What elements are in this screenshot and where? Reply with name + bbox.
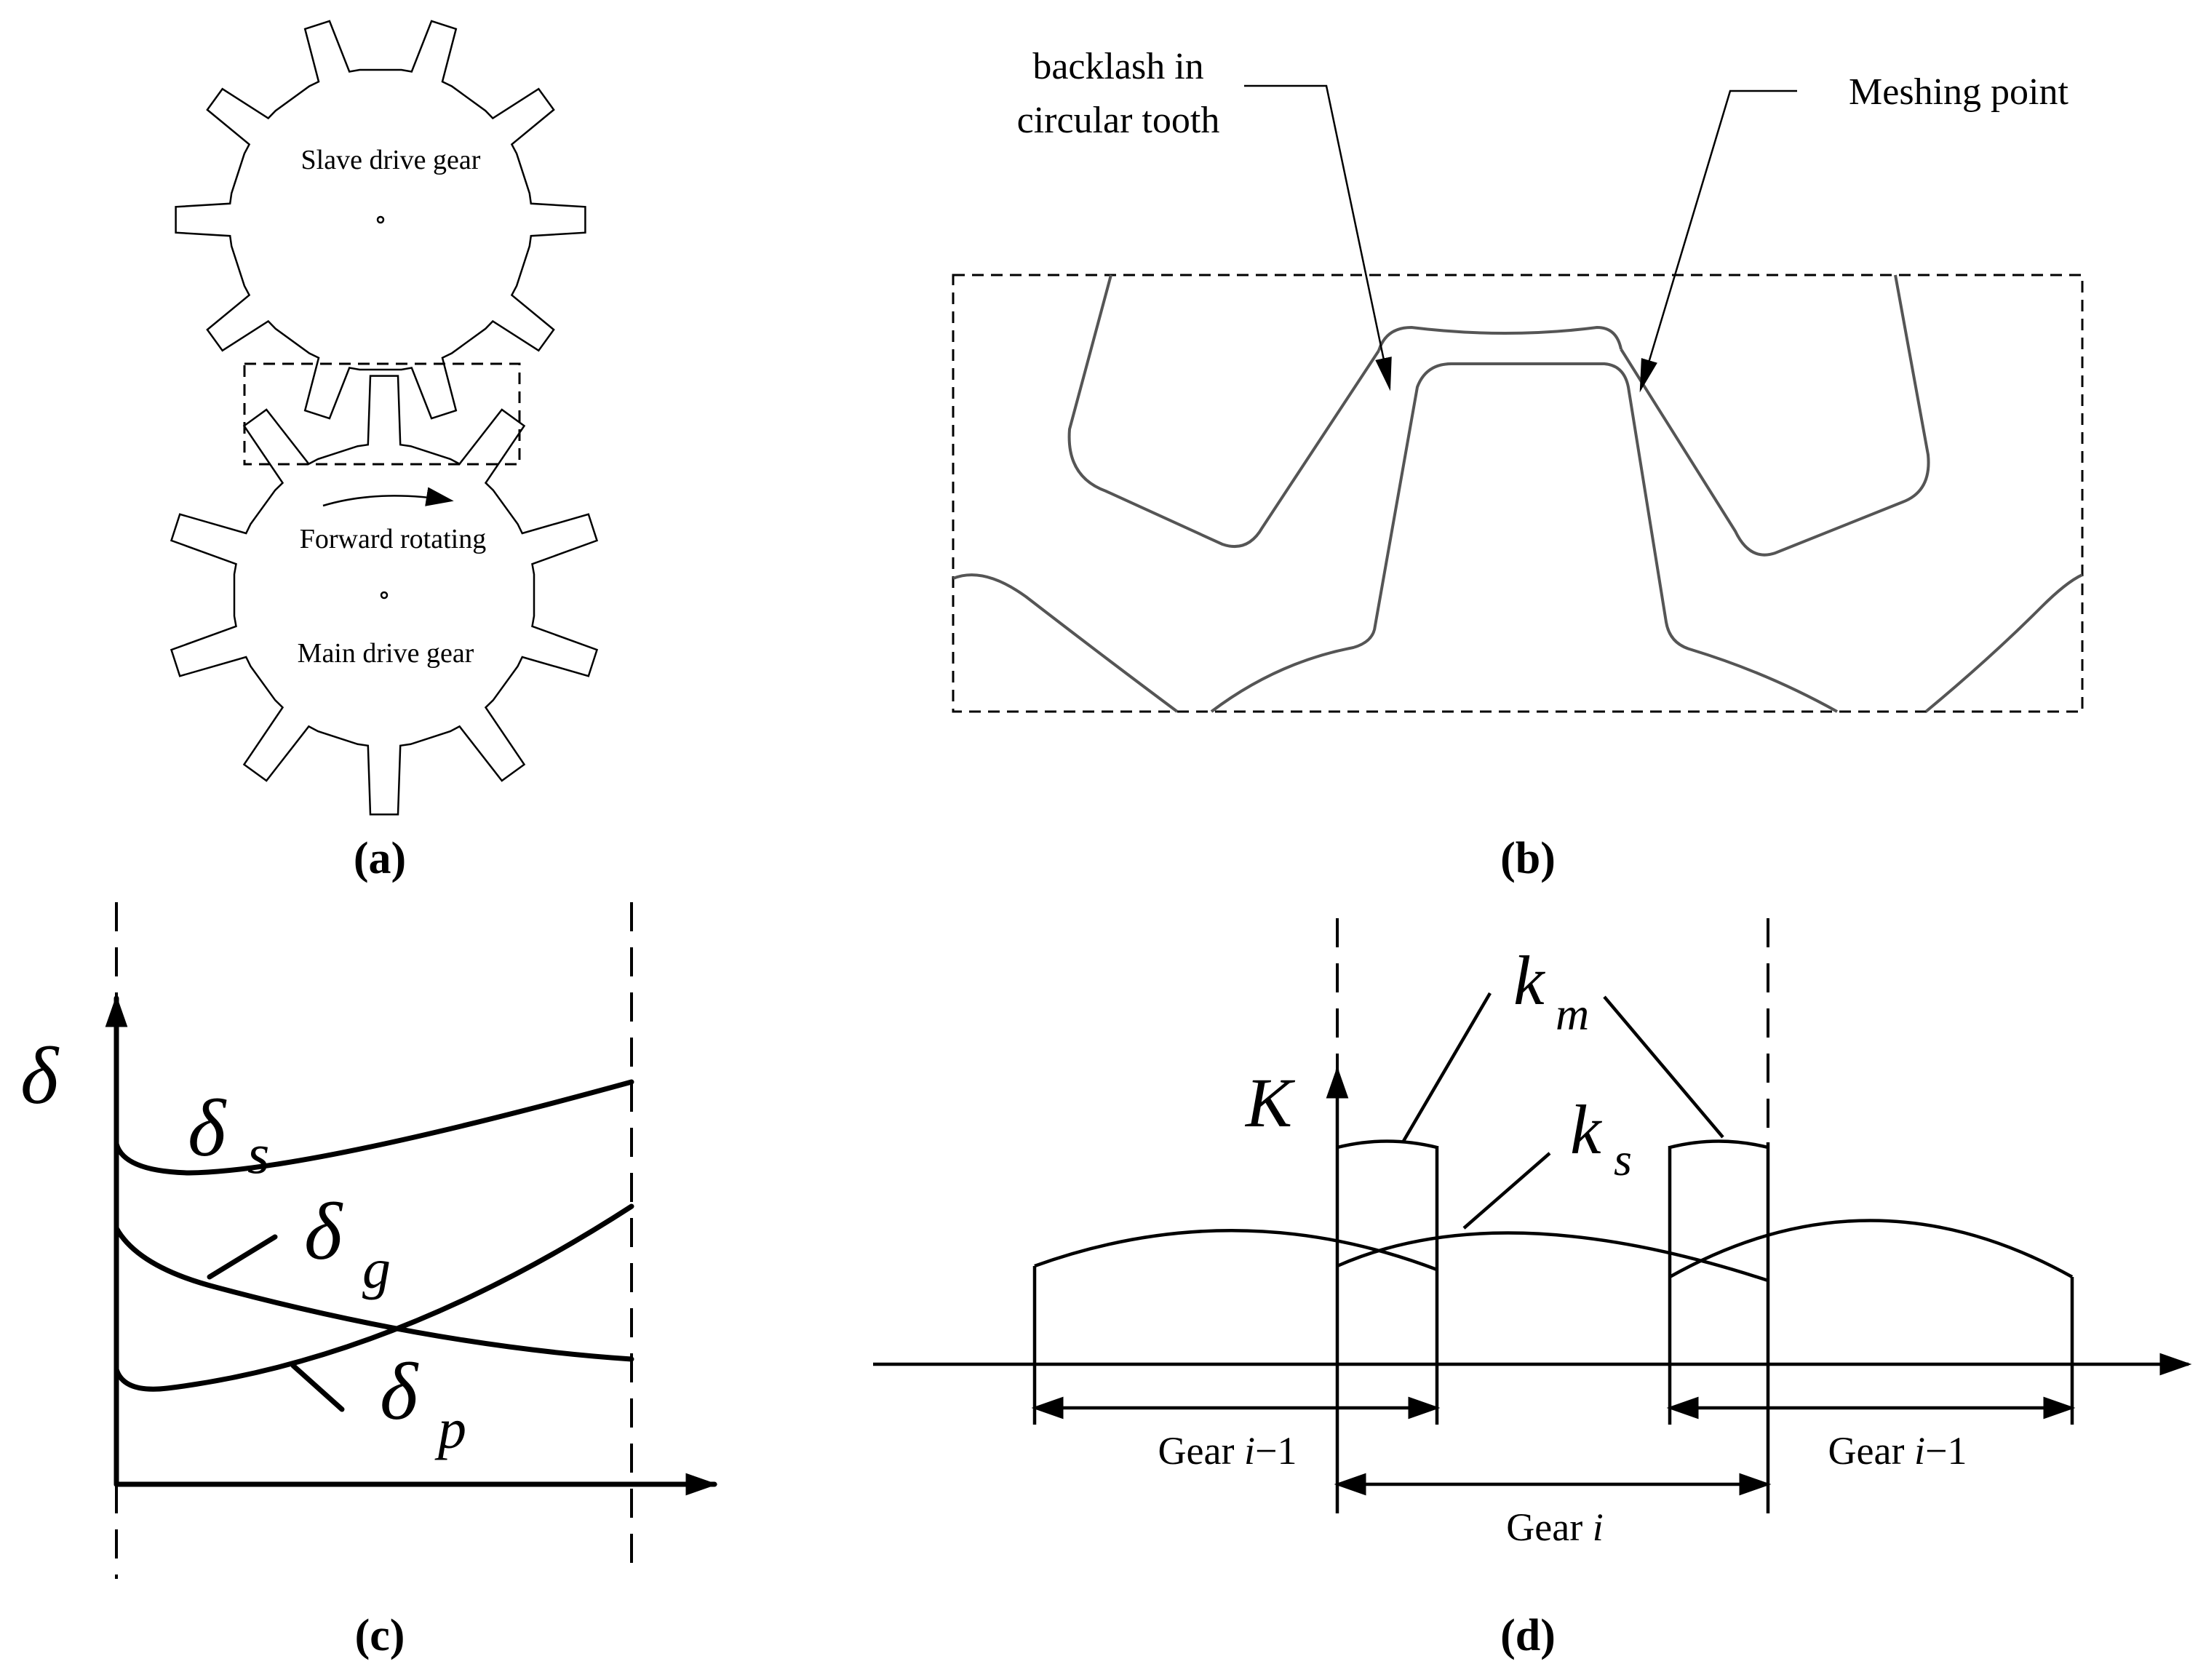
km-leader-left (1401, 992, 1492, 1144)
meshing-callout-arrow (1639, 89, 1797, 393)
backlash-callout-arrow (1244, 84, 1392, 391)
delta-p-symbol: δ (380, 1347, 419, 1437)
y-axis-symbol-K: K (1244, 1064, 1296, 1142)
main-tooth-left-profile (952, 573, 1179, 713)
main-tooth-right-profile (1924, 573, 2083, 713)
slave-gear-center (376, 215, 385, 224)
main-gear-center (380, 591, 389, 600)
ks-arc-middle (1337, 1231, 1769, 1283)
delta-g-leader (207, 1234, 278, 1280)
panel-b: backlash in circular tooth Meshing point… (952, 46, 2084, 883)
main-gear-outline (170, 375, 599, 816)
km-leader-right (1603, 995, 1724, 1139)
main-gear-label: Main drive gear (298, 638, 474, 669)
ks-leader (1462, 1152, 1551, 1230)
delta-s-symbol: δ (188, 1083, 227, 1174)
delta-g-subscript: g (362, 1237, 391, 1300)
delta-s-subscript: s (247, 1122, 269, 1185)
caption-d: (d) (1500, 1611, 1556, 1660)
y-axis-symbol: δ (20, 1031, 60, 1121)
ks-subscript: s (1614, 1134, 1632, 1185)
ks-symbol: k (1570, 1091, 1603, 1169)
caption-a: (a) (354, 834, 406, 883)
zoom-box (952, 274, 2084, 713)
gear-im1-right-label: Gear i−1 (1828, 1429, 1967, 1473)
panel-d: K k m k s Gear i−1 Gear i Gear i−1 (d) (873, 918, 2192, 1660)
km-cap-left (1337, 1139, 1438, 1150)
slave-tooth-tip (1377, 325, 1622, 351)
gear-i-label: Gear i (1506, 1505, 1603, 1549)
caption-c: (c) (355, 1611, 405, 1660)
backlash-label-line2: circular tooth (1017, 100, 1220, 141)
slave-tooth-left-profile (1067, 274, 1380, 549)
caption-b: (b) (1500, 834, 1556, 883)
meshing-point-label: Meshing point (1849, 71, 2068, 113)
delta-g-symbol: δ (304, 1187, 343, 1277)
gear-im1-left-label: Gear i−1 (1158, 1429, 1297, 1473)
backlash-label-line1: backlash in (1032, 46, 1203, 87)
main-tooth-center (1210, 362, 1838, 713)
curve-delta-g (114, 1225, 634, 1362)
curve-delta-s (114, 1079, 634, 1176)
mesh-region-box (243, 362, 521, 466)
delta-p-leader (290, 1363, 345, 1412)
rotation-label: Forward rotating (300, 524, 486, 554)
slave-gear-outline (175, 20, 586, 420)
panel-c: δ δ s δ g δ p (c) (20, 902, 718, 1660)
slave-gear-label: Slave drive gear (301, 145, 481, 175)
slave-tooth-right-profile (1620, 274, 1930, 557)
km-symbol: k (1513, 941, 1546, 1019)
ks-arc-right (1668, 1219, 2074, 1278)
km-cap-right (1669, 1139, 1769, 1150)
panel-a: Slave drive gear Forward rotating Main d… (170, 20, 599, 883)
km-subscript: m (1556, 988, 1589, 1040)
rotation-arrow (322, 487, 454, 507)
delta-p-subscript: p (434, 1397, 466, 1460)
curve-delta-p (114, 1203, 634, 1392)
